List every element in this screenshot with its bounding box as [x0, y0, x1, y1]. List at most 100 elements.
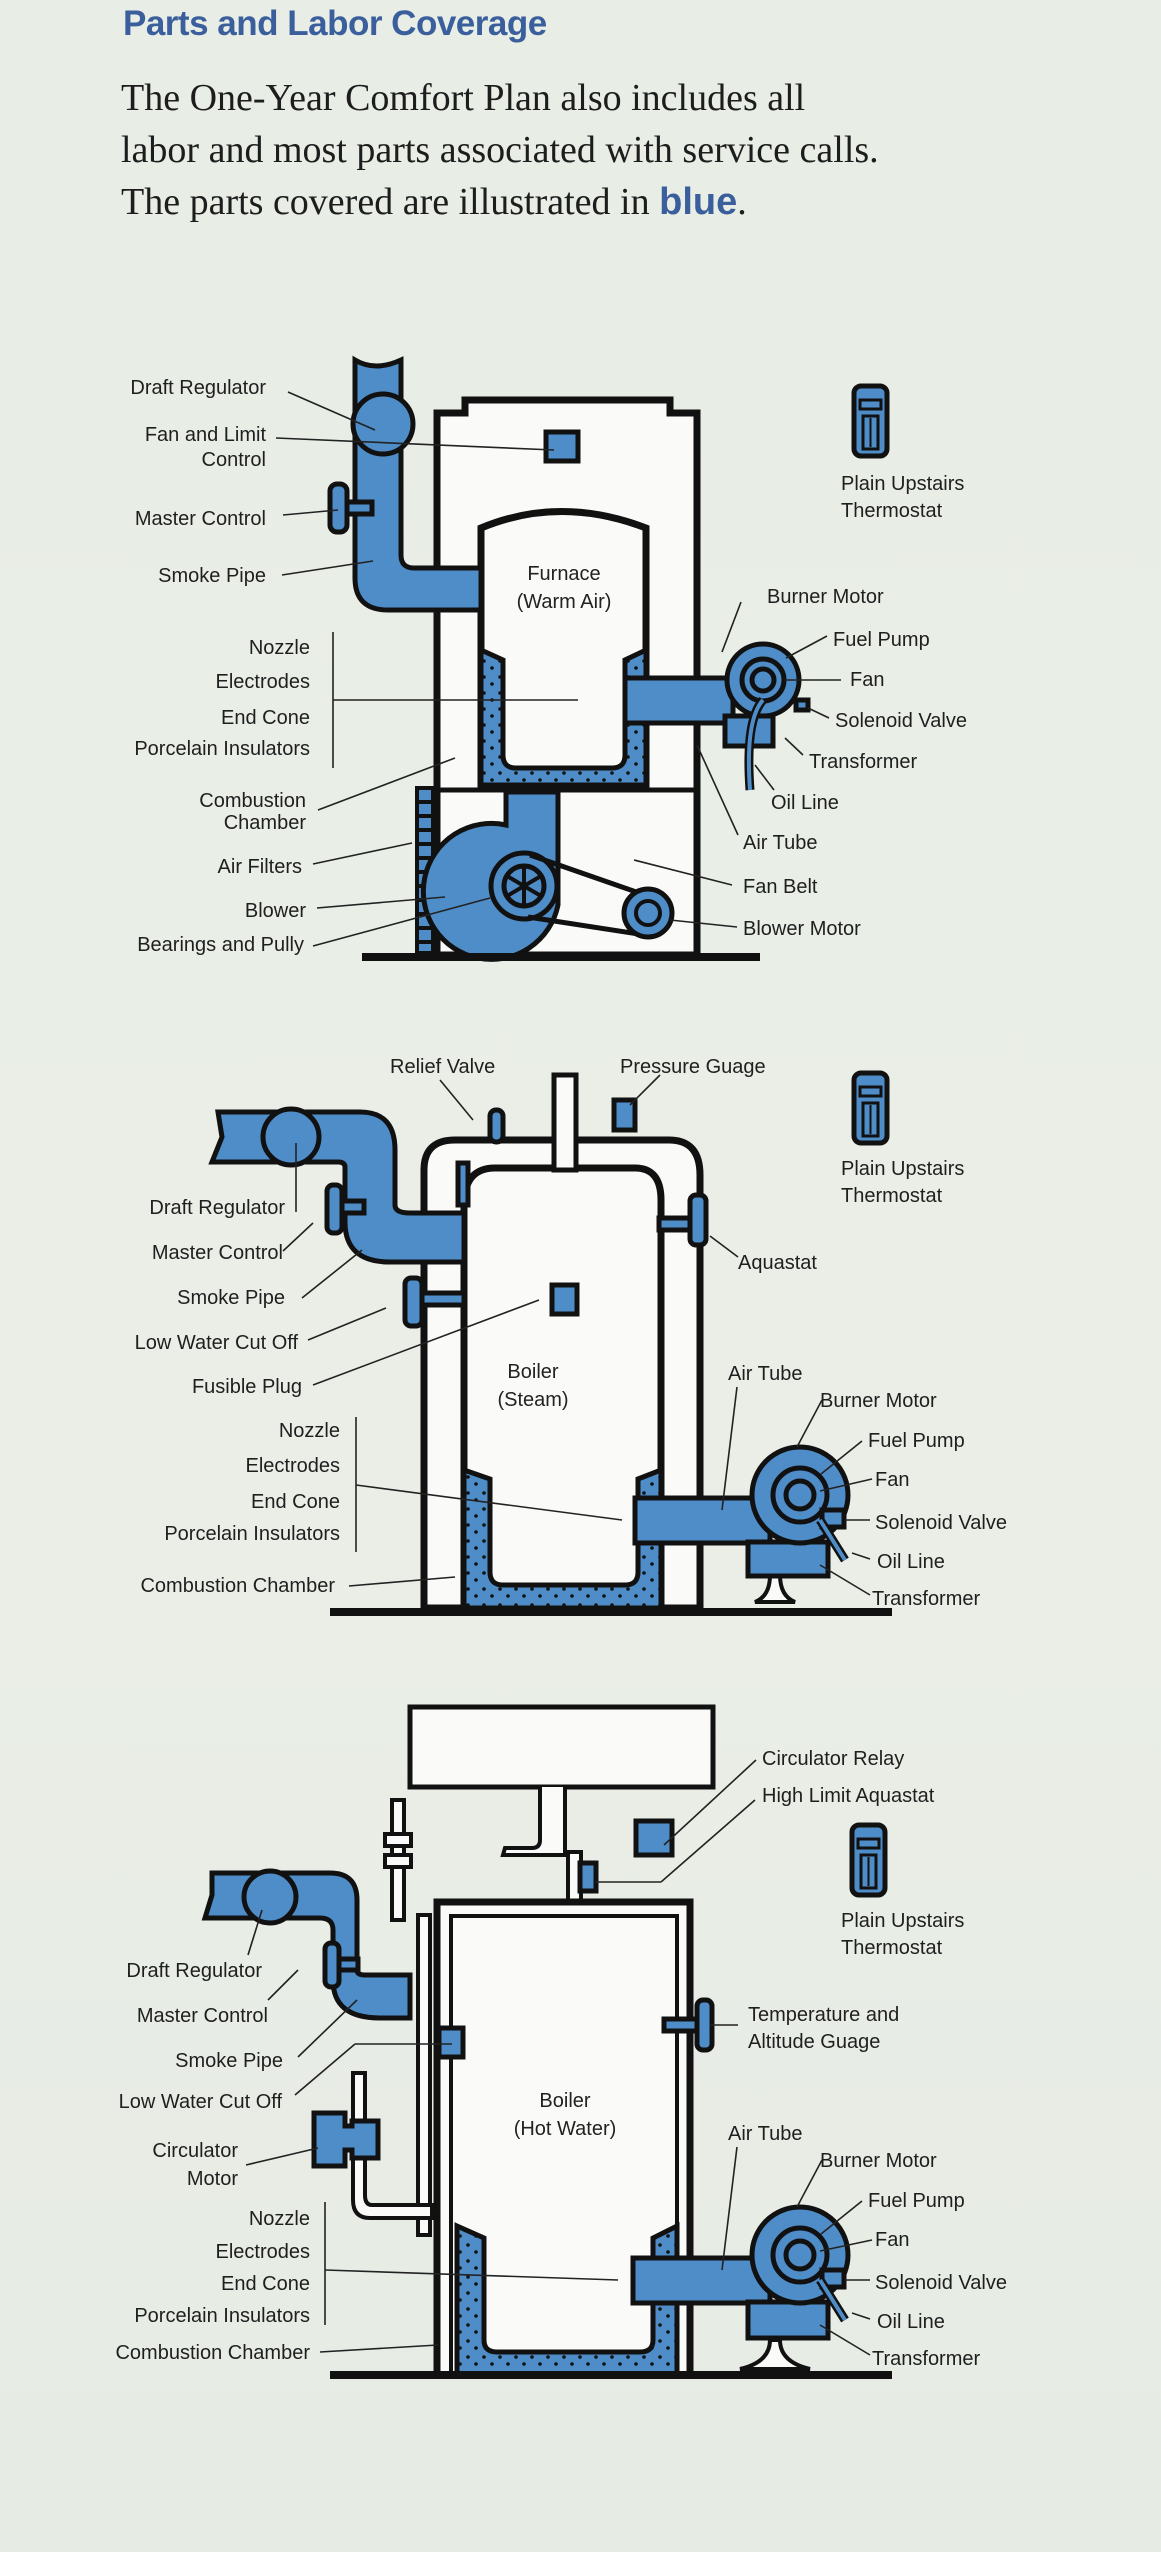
hw-relief-collar-2: [383, 1853, 413, 1869]
expansion-tank-pipe: [500, 1787, 567, 1857]
hw-high-limit-aquastat: [577, 1860, 599, 1894]
furnace-blower-spokes: [505, 866, 543, 906]
label-transformer: Transformer: [809, 751, 918, 773]
label-smoke-pipe: Smoke Pipe: [177, 1287, 285, 1309]
label-fuel-pump: Fuel Pump: [833, 629, 930, 651]
hw-title-1: Boiler: [539, 2090, 590, 2112]
label-electrodes: Electrodes: [216, 671, 311, 693]
steam-transformer: [745, 1539, 831, 1579]
steam-solenoid-valve: [819, 1507, 847, 1530]
label-circulator-motor-1: Circulator: [152, 2140, 238, 2162]
thermostat-label-1: Plain Upstairs: [841, 1910, 964, 1932]
label-burner-motor: Burner Motor: [820, 2150, 937, 2172]
label-oil-line: Oil Line: [771, 792, 839, 814]
label-burner-motor: Burner Motor: [820, 1390, 937, 1412]
label-aquastat: Aquastat: [738, 1252, 817, 1274]
label-nozzle: Nozzle: [279, 1420, 340, 1442]
label-fuel-pump: Fuel Pump: [868, 1430, 965, 1452]
label-combustion-2: Chamber: [224, 812, 307, 834]
label-master-control: Master Control: [152, 1242, 283, 1264]
label-fuel-pump: Fuel Pump: [868, 2190, 965, 2212]
label-low-water-cut-off: Low Water Cut Off: [135, 1332, 299, 1354]
label-draft-regulator: Draft Regulator: [130, 377, 266, 399]
label-solenoid-valve: Solenoid Valve: [875, 1512, 1007, 1534]
section-heading: Parts and Labor Coverage: [123, 4, 547, 43]
label-bearings-pully: Bearings and Pully: [137, 934, 304, 956]
furnace-fan-belt-bottom: [527, 914, 646, 938]
thermostat-label-2: Thermostat: [841, 1937, 943, 1959]
label-fusible-plug: Fusible Plug: [192, 1376, 302, 1398]
label-temp-gauge-2: Altitude Guage: [748, 2031, 880, 2053]
label-end-cone: End Cone: [221, 2273, 310, 2295]
steam-fusible-plug: [549, 1282, 580, 1317]
thermostat-label-2: Thermostat: [841, 500, 943, 522]
furnace-thermostat-icon: [851, 383, 890, 459]
furnace-fan: [749, 666, 777, 694]
hw-circulator-pipe: [351, 2071, 434, 2220]
steam-title-2: (Steam): [497, 1389, 568, 1411]
label-air-filters: Air Filters: [218, 856, 302, 878]
label-electrodes: Electrodes: [246, 1455, 341, 1477]
label-burner-motor: Burner Motor: [767, 586, 884, 608]
label-combustion-chamber: Combustion Chamber: [140, 1575, 335, 1597]
hw-thermostat-icon: [849, 1822, 888, 1898]
hw-return-pipe: [416, 1913, 432, 2237]
label-temp-gauge-1: Temperature and: [748, 2004, 899, 2026]
label-solenoid-valve: Solenoid Valve: [835, 710, 967, 732]
label-fan: Fan: [875, 2229, 909, 2251]
hw-temp-gauge-stem: [661, 2016, 700, 2034]
label-transformer: Transformer: [872, 1588, 981, 1610]
thermostat-label-1: Plain Upstairs: [841, 473, 964, 495]
hw-leader-lines: [245, 1759, 873, 2356]
furnace-title-1: Furnace: [527, 563, 600, 585]
label-porcelain-insulators: Porcelain Insulators: [134, 738, 310, 760]
label-transformer: Transformer: [872, 2348, 981, 2370]
label-end-cone: End Cone: [251, 1491, 340, 1513]
furnace-master-control: [327, 481, 350, 535]
label-combustion-chamber: Combustion Chamber: [115, 2342, 310, 2364]
thermostat-label-2: Thermostat: [841, 1185, 943, 1207]
steam-relief-valve: [487, 1107, 506, 1145]
hw-combustion-chamber: [454, 2221, 680, 2378]
hw-air-tube: [630, 2255, 773, 2306]
label-combustion-1: Combustion: [199, 790, 306, 812]
hw-solenoid-valve: [819, 2267, 847, 2290]
furnace-solenoid-valve: [793, 697, 811, 713]
label-draft-regulator: Draft Regulator: [126, 1960, 262, 1982]
intro-line-3: The parts covered are illustrated in: [121, 181, 660, 223]
steam-title-1: Boiler: [507, 1361, 558, 1383]
label-master-control: Master Control: [135, 508, 266, 530]
label-circulator-relay: Circulator Relay: [762, 1748, 904, 1770]
hot-water-boiler-diagram: Circulator Relay High Limit Aquastat Dra…: [115, 1704, 1007, 2379]
label-fan-limit-1: Fan and Limit: [145, 424, 267, 446]
label-nozzle: Nozzle: [249, 2208, 310, 2230]
thermostat-label-1: Plain Upstairs: [841, 1158, 964, 1180]
steam-thermostat-icon: [851, 1070, 890, 1146]
label-air-tube: Air Tube: [728, 2123, 802, 2145]
label-master-control: Master Control: [137, 2005, 268, 2027]
furnace-heat-exchanger: [477, 508, 650, 789]
hw-oil-line: [818, 2278, 847, 2322]
steam-leader-lines: [282, 1074, 873, 1596]
furnace-draft-regulator: [350, 391, 416, 457]
label-blower: Blower: [245, 900, 306, 922]
label-electrodes: Electrodes: [216, 2241, 311, 2263]
label-pressure-gauge: Pressure Guage: [620, 1056, 766, 1078]
label-draft-regulator: Draft Regulator: [149, 1197, 285, 1219]
steam-low-water-cutoff: [402, 1275, 425, 1329]
steam-low-water-stem: [419, 1290, 467, 1308]
furnace-diagram: Draft Regulator Fan and Limit Control Ma…: [130, 355, 967, 962]
steam-draft-regulator: [260, 1106, 322, 1168]
label-low-water-cut-off: Low Water Cut Off: [119, 2091, 283, 2113]
label-fan: Fan: [850, 669, 884, 691]
steam-fan: [783, 1478, 817, 1512]
label-porcelain-insulators: Porcelain Insulators: [164, 1523, 340, 1545]
intro-period: .: [737, 181, 747, 223]
hw-master-control-stem: [336, 1956, 361, 1973]
label-blower-motor: Blower Motor: [743, 918, 861, 940]
hw-draft-regulator: [241, 1868, 299, 1926]
hw-low-water-cutoff: [436, 2025, 466, 2060]
steam-sight-glass: [455, 1160, 471, 1208]
label-high-limit-aquastat: High Limit Aquastat: [762, 1785, 935, 1807]
